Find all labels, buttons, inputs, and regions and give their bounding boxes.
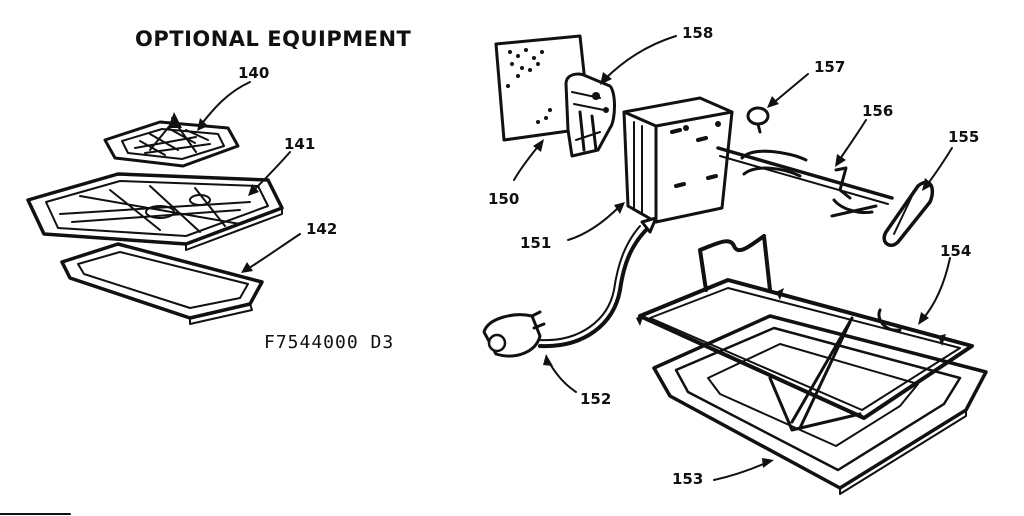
callout-155: 155 bbox=[948, 128, 979, 146]
callout-142: 142 bbox=[306, 220, 337, 238]
callout-157: 157 bbox=[814, 58, 845, 76]
part-155-handle bbox=[882, 180, 935, 247]
part-152-power-cord bbox=[482, 216, 658, 358]
part-158-motor bbox=[564, 72, 616, 158]
part-151-gearbox bbox=[622, 96, 734, 224]
callout-151: 151 bbox=[520, 234, 551, 252]
callout-156: 156 bbox=[862, 102, 893, 120]
callout-158: 158 bbox=[682, 24, 713, 42]
callout-141: 141 bbox=[284, 135, 315, 153]
diagram-title: OPTIONAL EQUIPMENT bbox=[135, 27, 412, 51]
drawing-code: F7544000 D3 bbox=[264, 332, 394, 353]
part-154-basket bbox=[636, 234, 974, 432]
part-141-pan-insert bbox=[26, 172, 284, 251]
callout-153: 153 bbox=[672, 470, 703, 488]
part-156-spit-rod bbox=[716, 146, 894, 218]
callout-150: 150 bbox=[488, 190, 519, 208]
part-142-drip-pan bbox=[60, 242, 264, 325]
callout-152: 152 bbox=[580, 390, 611, 408]
part-140-rack bbox=[103, 112, 240, 168]
callout-140: 140 bbox=[238, 64, 269, 82]
part-157-screw bbox=[746, 106, 770, 134]
callout-154: 154 bbox=[940, 242, 971, 260]
